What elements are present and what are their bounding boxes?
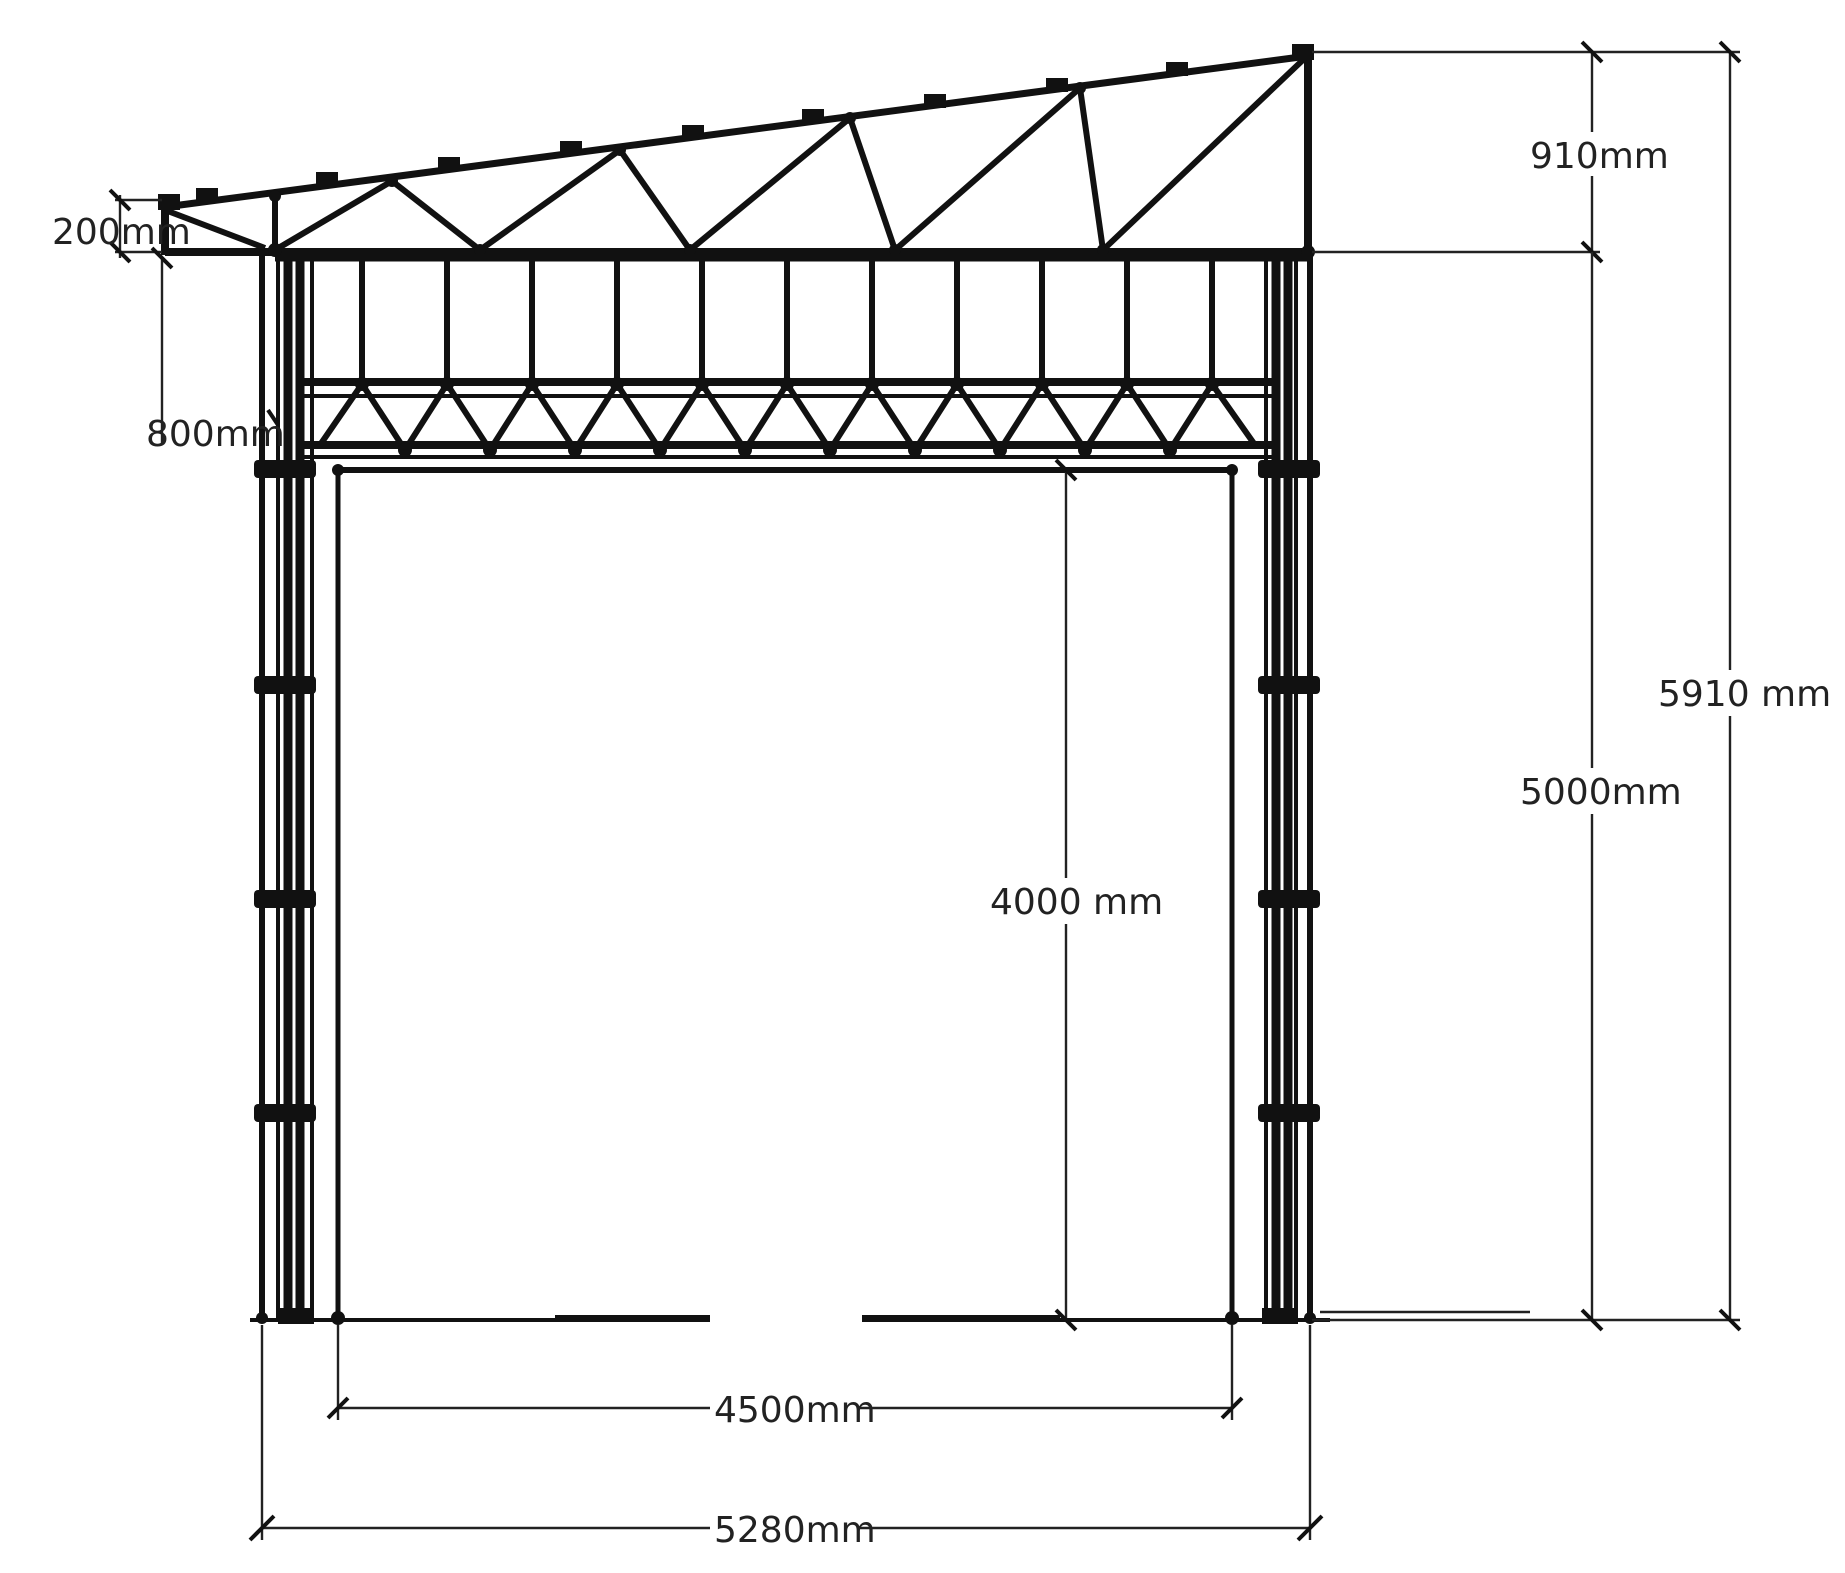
truss-web	[163, 55, 1308, 253]
roof-rise-label: 910mm	[1530, 136, 1669, 177]
opening-height-label: 4000 mm	[990, 882, 1163, 923]
right-column	[1258, 252, 1320, 1324]
beam-nodes	[355, 377, 1219, 457]
lattice-beam	[275, 254, 1308, 459]
roof-truss	[158, 44, 1315, 259]
beam-verticals	[359, 260, 1215, 382]
opening-width-label: 4500mm	[714, 1390, 876, 1431]
left-column-joints	[254, 460, 316, 1324]
eave-depth-label: 200mm	[52, 212, 191, 253]
beam-depth-label: 800mm	[146, 414, 285, 455]
left-column	[254, 252, 316, 1324]
wall-height-label: 5000mm	[1520, 772, 1682, 813]
truss-nodes	[268, 82, 1315, 259]
purlin-clips	[158, 44, 1314, 210]
opening-frame	[250, 464, 1330, 1325]
overall-width-label: 5280mm	[714, 1510, 876, 1551]
total-height-label: 5910 mm	[1658, 674, 1831, 715]
dimension-labels: 910mm 5910 mm 5000mm 4000 mm 4500mm 5280…	[52, 132, 1831, 1552]
